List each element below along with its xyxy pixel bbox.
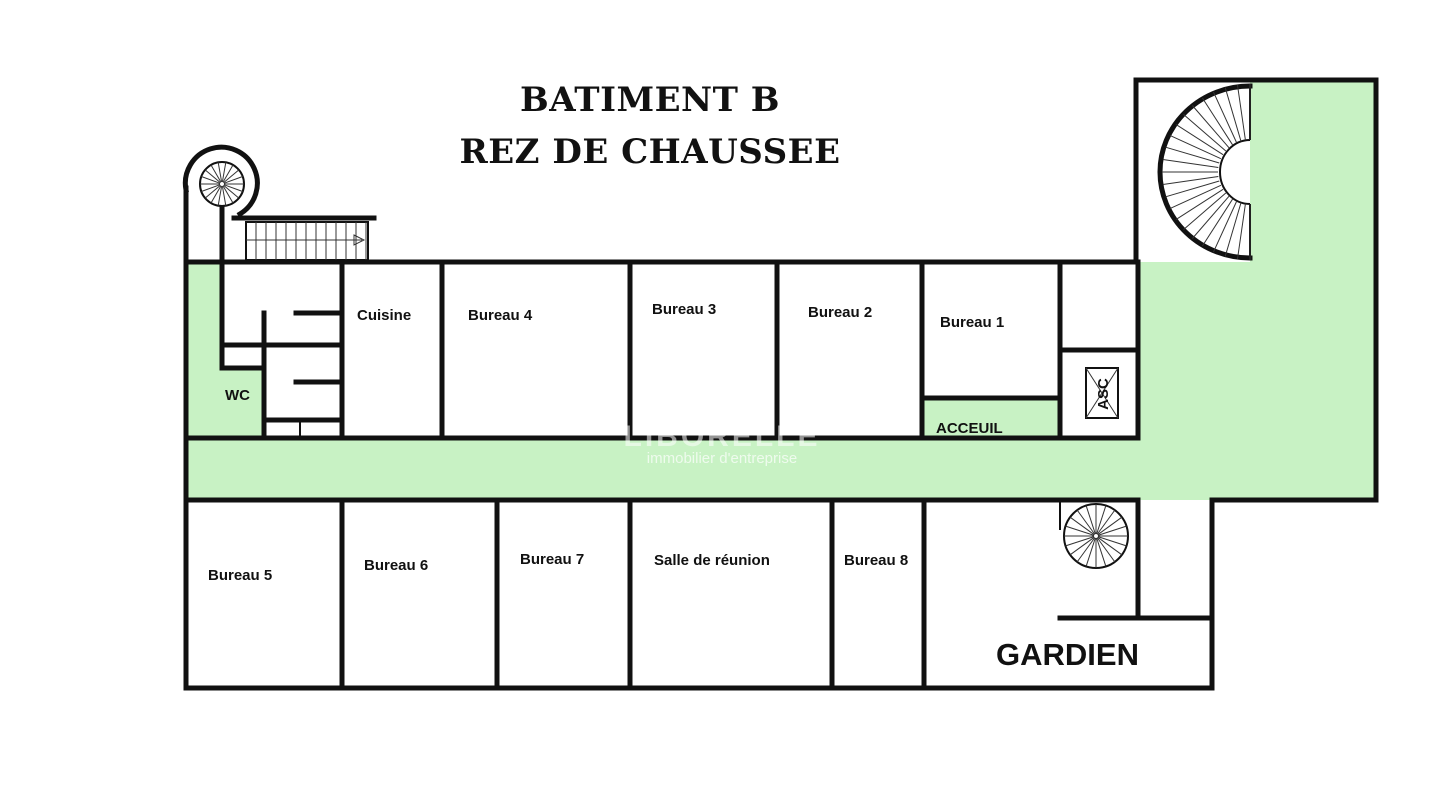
stair-tread bbox=[1069, 516, 1095, 536]
room-label-gardien: GARDIEN bbox=[996, 637, 1139, 672]
stair-tread bbox=[1169, 134, 1222, 160]
stair-tread bbox=[1096, 509, 1116, 535]
stair-tread bbox=[1236, 84, 1246, 141]
stair-tread bbox=[222, 164, 234, 183]
plan-title: BATIMENT B bbox=[520, 80, 780, 120]
stair-tread bbox=[1085, 537, 1096, 567]
elevator-icon bbox=[1085, 367, 1119, 419]
spiral-stair-right-icon bbox=[1157, 83, 1253, 261]
stair-tread bbox=[223, 184, 240, 199]
stair-tread bbox=[217, 162, 223, 183]
spiral-stair-gardien-icon bbox=[1063, 503, 1129, 569]
interior-walls bbox=[182, 144, 1215, 691]
corridor bbox=[186, 438, 1376, 500]
stair-tread bbox=[1076, 537, 1096, 563]
stair-tread bbox=[1183, 113, 1227, 152]
stair-tread bbox=[1096, 537, 1116, 563]
stair-tread bbox=[201, 184, 221, 192]
stair-tread bbox=[1165, 180, 1220, 198]
stair-tread bbox=[1162, 158, 1219, 168]
stair-tread bbox=[1065, 525, 1095, 536]
stair-tread bbox=[1076, 509, 1096, 535]
left-corridor bbox=[186, 262, 222, 438]
stair-tread bbox=[1191, 105, 1230, 149]
stair-tread bbox=[217, 185, 223, 206]
outer-walls bbox=[183, 77, 1379, 691]
stair-tread bbox=[210, 164, 222, 183]
room-label-bureau-5: Bureau 5 bbox=[208, 567, 272, 584]
stair-tread bbox=[1224, 87, 1242, 142]
stair-tread bbox=[210, 185, 222, 204]
stair-tread bbox=[222, 185, 234, 204]
stair-tread bbox=[1202, 198, 1234, 247]
stair-tread bbox=[1096, 505, 1107, 535]
room-label-wc: WC bbox=[225, 387, 250, 404]
stair-tread bbox=[1097, 536, 1127, 547]
room-label-bureau-3: Bureau 3 bbox=[652, 301, 716, 318]
stair-tread bbox=[1183, 192, 1227, 231]
room-label-bureau-4: Bureau 4 bbox=[468, 307, 533, 324]
watermark-tagline: immobilier d'entreprise bbox=[647, 450, 797, 467]
room-label-salle-de-reunion: Salle de réunion bbox=[654, 552, 770, 569]
stair-tread bbox=[223, 176, 243, 184]
stair-tread bbox=[1212, 200, 1238, 253]
watermark-brand: LIBORELLE bbox=[624, 420, 821, 453]
room-label-bureau-7: Bureau 7 bbox=[520, 551, 584, 568]
stair-tread bbox=[1085, 505, 1096, 535]
wc-area bbox=[222, 368, 262, 438]
hall-area bbox=[1138, 262, 1376, 438]
stair-tread bbox=[201, 176, 221, 184]
stair-tread bbox=[1169, 184, 1222, 210]
stair-tread bbox=[223, 184, 243, 192]
room-label-bureau-2: Bureau 2 bbox=[808, 304, 872, 321]
room-label-bureau-6: Bureau 6 bbox=[364, 557, 428, 574]
stair-tread bbox=[1097, 536, 1123, 556]
stair-tread bbox=[223, 169, 240, 184]
spiral-stair-left-icon bbox=[199, 161, 245, 207]
plan-subtitle: REZ DE CHAUSSEE bbox=[459, 132, 841, 172]
stair-tread bbox=[1096, 537, 1107, 567]
stair-tread bbox=[221, 185, 227, 206]
stair-tread bbox=[1202, 97, 1234, 146]
stair-tread bbox=[1162, 176, 1219, 186]
room-label-bureau-8: Bureau 8 bbox=[844, 552, 908, 569]
stair-tread bbox=[204, 184, 221, 199]
room-label-bureau-1: Bureau 1 bbox=[940, 314, 1004, 331]
stair-tread bbox=[1065, 536, 1095, 547]
stair-tread bbox=[1097, 525, 1127, 536]
stair-tread bbox=[221, 162, 227, 183]
stair-landing-area bbox=[1250, 80, 1376, 262]
stair-tread bbox=[1191, 195, 1230, 239]
stair-tread bbox=[204, 169, 221, 184]
stair-tread bbox=[1165, 146, 1220, 164]
acceuil-area bbox=[924, 398, 1060, 438]
room-label-asc: ASC bbox=[1095, 378, 1112, 410]
room-label-acceuil: ACCEUIL bbox=[936, 420, 1003, 437]
stair-tread bbox=[1224, 202, 1242, 257]
exterior-stair-left bbox=[245, 221, 369, 261]
stair-tread bbox=[1212, 91, 1238, 144]
stair-tread bbox=[1097, 516, 1123, 536]
stair-tread bbox=[1175, 188, 1224, 220]
room-label-cuisine: Cuisine bbox=[357, 307, 411, 324]
stair-tread bbox=[1069, 536, 1095, 556]
stair-tread bbox=[1175, 124, 1224, 156]
stair-tread bbox=[1236, 203, 1246, 260]
circulation-area bbox=[186, 80, 1376, 500]
